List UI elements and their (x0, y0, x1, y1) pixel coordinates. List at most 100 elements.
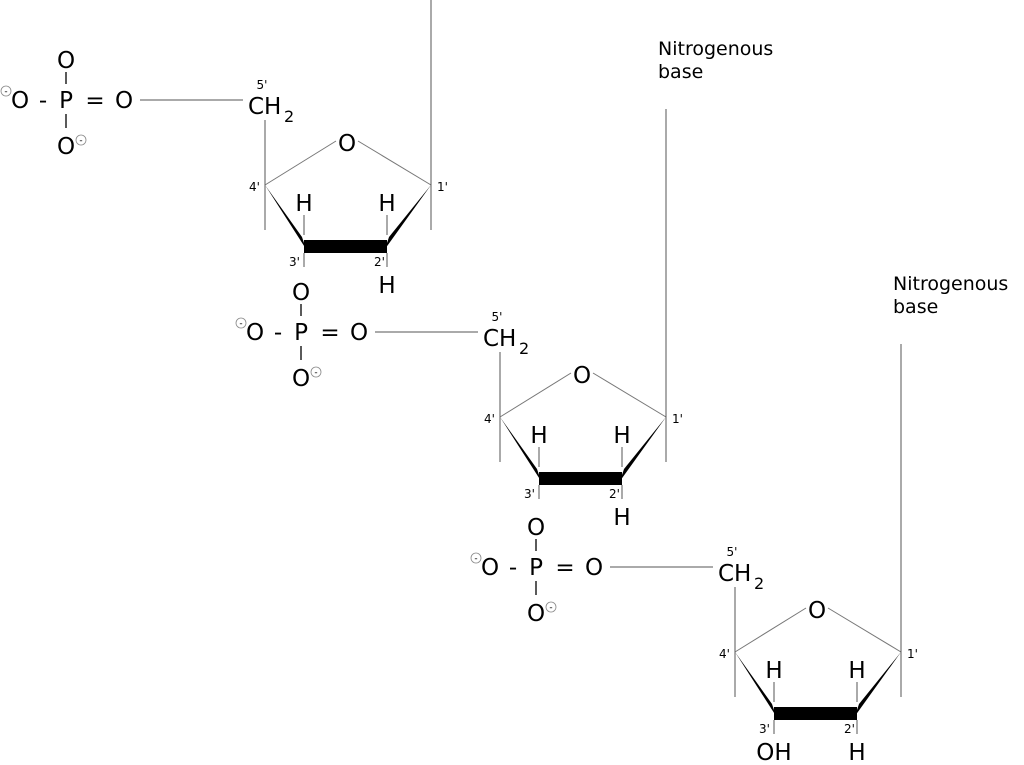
carbon-1-prime-label: 1' (437, 180, 448, 194)
carbon-4-prime-label: 4' (484, 412, 495, 426)
phosphate-right-oxygen: O (115, 88, 133, 114)
ring-wedge-c2-c1 (620, 417, 666, 481)
single-bond-dash: - (274, 320, 282, 346)
charge-circle (235, 317, 247, 329)
base-label-line2: base (893, 296, 938, 318)
hydrogen-2-down: H (378, 273, 395, 299)
ring-wedge-c2-c1 (855, 652, 901, 716)
negative-charge: - (545, 601, 557, 613)
negative-charge: - (470, 552, 482, 564)
base-label-line2: base (658, 61, 703, 83)
base-label-line1: Nitrogenous (658, 38, 773, 60)
charge-sign: - (4, 87, 7, 97)
ring-bold-edge-c3-c2 (304, 240, 387, 253)
ring-oxygen: O (338, 131, 356, 157)
carbon-2-prime-label: 2' (609, 487, 620, 501)
phosphate-right-oxygen: O (585, 555, 603, 581)
hydrogen-3-up: H (295, 191, 312, 217)
charge-circle (75, 134, 87, 146)
carbon-3-prime-label: 3' (524, 487, 535, 501)
carbon-2-prime-label: 2' (374, 255, 385, 269)
charge-sign: - (474, 554, 477, 564)
phosphate-top-oxygen: O (527, 515, 545, 541)
charge-circle (545, 601, 557, 613)
phosphate-left-oxygen: O (246, 320, 264, 346)
phosphorus-atom: P (59, 88, 73, 114)
phosphate-left-oxygen: O (481, 555, 499, 581)
ring-oxygen: O (573, 363, 591, 389)
base-label-line1: Nitrogenous (893, 273, 1008, 295)
carbon-5-prime-label: 5' (727, 545, 738, 559)
nucleotide-unit-1: O-O-P=OO-5'CH2O4'1'3'2'HHHNitrogenousbas… (0, 0, 448, 299)
hydrogen-3-up: H (765, 658, 782, 684)
ring-bold-edge-c3-c2 (539, 472, 622, 485)
carbon-1-prime-label: 1' (907, 647, 918, 661)
single-bond-dash: - (509, 555, 517, 581)
hydrogen-2-up: H (848, 658, 865, 684)
ring-bond-c4-o (264, 140, 337, 186)
terminal-hydroxyl: OH (756, 740, 791, 765)
charge-sign: - (79, 136, 82, 146)
ch2-group: CH (483, 326, 516, 352)
ring-wedge-c2-c1 (385, 185, 431, 249)
ring-wedge-c4-c3 (265, 185, 306, 249)
ring-bond-o-c1 (827, 607, 902, 653)
charge-sign: - (549, 603, 552, 613)
ch2-subscript: 2 (754, 574, 764, 593)
hydrogen-2-up: H (613, 423, 630, 449)
hydrogen-2-down: H (848, 740, 865, 765)
double-bond-equals: = (85, 88, 104, 114)
charge-sign: - (239, 319, 242, 329)
phosphate-group: O-O-P=OO- (0, 48, 133, 160)
carbon-3-prime-label: 3' (289, 255, 300, 269)
ring-wedge-c4-c3 (500, 417, 541, 481)
ch2-group: CH (718, 561, 751, 587)
charge-circle (0, 85, 12, 97)
carbon-5-prime-label: 5' (492, 310, 503, 324)
carbon-1-prime-label: 1' (672, 412, 683, 426)
ch2-group: CH (248, 94, 281, 120)
carbon-5-prime-label: 5' (257, 78, 268, 92)
single-bond-dash: - (39, 88, 47, 114)
charge-circle (310, 366, 322, 378)
phosphate-group: O-O-P=OO- (235, 280, 368, 392)
ch2-subscript: 2 (284, 107, 294, 126)
phosphate-bottom-oxygen: O (292, 366, 310, 392)
phosphate-top-oxygen: O (292, 280, 310, 306)
negative-charge: - (310, 366, 322, 378)
carbon-4-prime-label: 4' (249, 180, 260, 194)
double-bond-equals: = (320, 320, 339, 346)
ring-oxygen: O (808, 598, 826, 624)
double-bond-equals: = (555, 555, 574, 581)
negative-charge: - (75, 134, 87, 146)
ring-bond-c4-o (499, 372, 572, 418)
hydrogen-2-down: H (613, 505, 630, 531)
phosphate-left-oxygen: O (11, 88, 29, 114)
ring-wedge-c4-c3 (735, 652, 776, 716)
hydrogen-3-up: H (530, 423, 547, 449)
charge-circle (470, 552, 482, 564)
ch2-subscript: 2 (519, 339, 529, 358)
ring-bond-c4-o (734, 607, 807, 653)
phosphate-right-oxygen: O (350, 320, 368, 346)
ring-bold-edge-c3-c2 (774, 707, 857, 720)
phosphate-top-oxygen: O (57, 48, 75, 74)
phosphate-bottom-oxygen: O (57, 134, 75, 160)
carbon-2-prime-label: 2' (844, 722, 855, 736)
hydrogen-2-up: H (378, 191, 395, 217)
phosphate-group: O-O-P=OO- (470, 515, 603, 627)
phosphate-bottom-oxygen: O (527, 601, 545, 627)
ring-bond-o-c1 (592, 372, 667, 418)
ring-bond-o-c1 (357, 140, 432, 186)
carbon-3-prime-label: 3' (759, 722, 770, 736)
negative-charge: - (235, 317, 247, 329)
carbon-4-prime-label: 4' (719, 647, 730, 661)
phosphorus-atom: P (529, 555, 543, 581)
charge-sign: - (314, 368, 317, 378)
phosphorus-atom: P (294, 320, 308, 346)
